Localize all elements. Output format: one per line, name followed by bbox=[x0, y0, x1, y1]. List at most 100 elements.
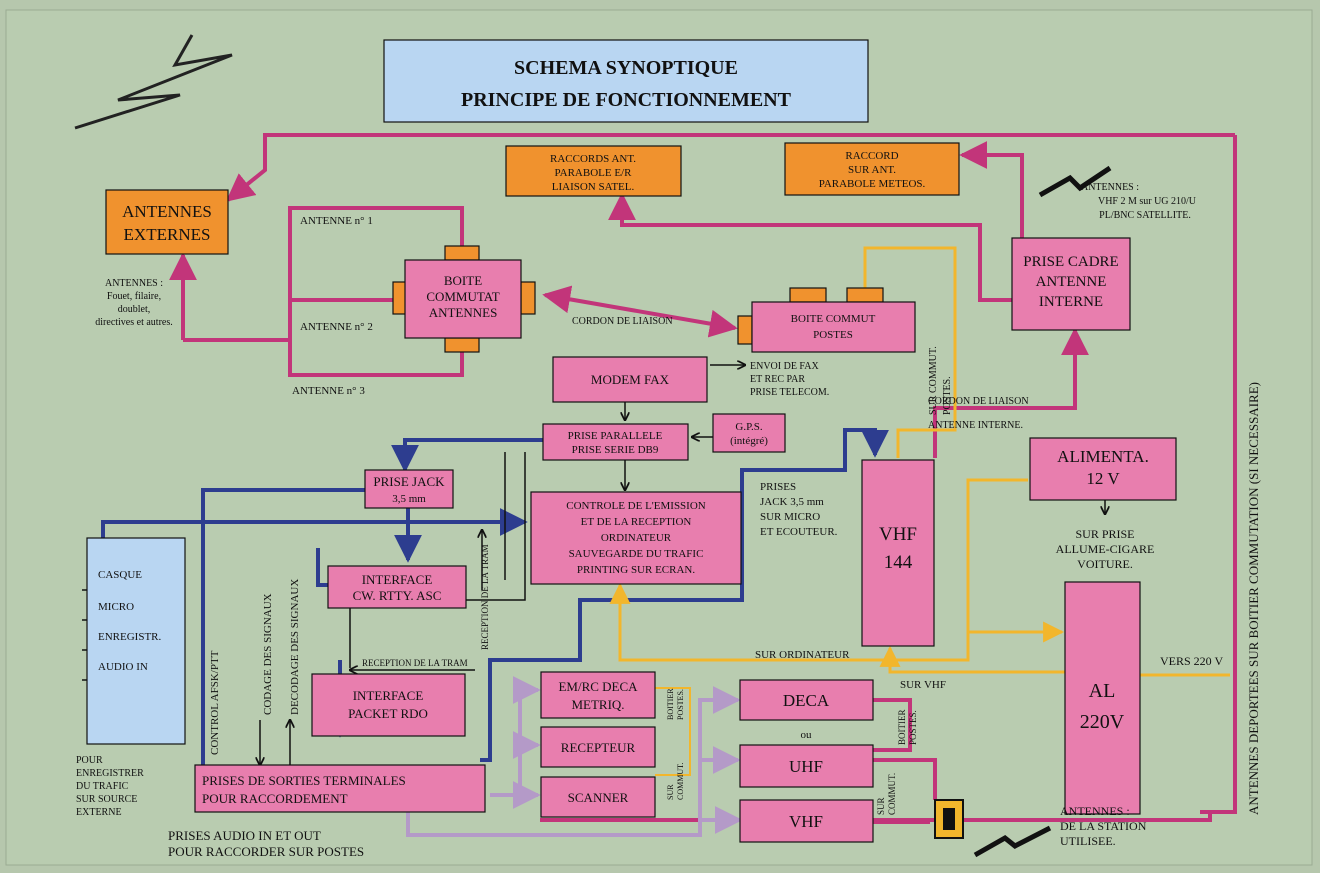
line-to-cw bbox=[316, 548, 330, 587]
line-sur-vhf bbox=[879, 645, 1140, 674]
box-em-rc-deca: EM/RC DECA METRIQ. bbox=[540, 671, 656, 719]
yellow-lines bbox=[609, 246, 1230, 776]
sur-commut-v-l1: SUR COMMUT. bbox=[928, 346, 939, 415]
line-to-deca bbox=[698, 686, 741, 835]
box-alimenta: ALIMENTA. 12 V bbox=[1029, 437, 1177, 501]
ou-label: ou bbox=[801, 729, 813, 741]
line-top-to-antennes bbox=[225, 133, 1235, 202]
box-prise-parallele: PRISE PARALLELE PRISE SERIE DB9 bbox=[542, 423, 689, 461]
box-boite-commut-postes: BOITE COMMUT POSTES bbox=[737, 287, 916, 353]
boitier-postes-2-l1: BOITIER bbox=[897, 710, 907, 746]
title-box bbox=[383, 39, 869, 123]
magenta-lines bbox=[169, 133, 1237, 824]
prise-parallele-l2: PRISE SERIE DB9 bbox=[572, 444, 659, 456]
sur-commut-2-l1: SUR bbox=[876, 797, 886, 815]
boite-commut-postes-l2: POSTES bbox=[813, 329, 853, 341]
antennes-vhf-l1: ANTENNES : bbox=[1081, 182, 1139, 193]
box-interface-packet: INTERFACE PACKET RDO bbox=[311, 673, 466, 737]
sur-commut-2-l2: COMMUT. bbox=[887, 773, 897, 815]
prises-jack-l2: JACK 3,5 mm bbox=[760, 496, 824, 508]
sur-vhf-label: SUR VHF bbox=[900, 679, 946, 691]
box-prises-sorties: PRISES DE SORTIES TERMINALES POUR RACCOR… bbox=[194, 764, 486, 813]
interface-cw-l1: INTERFACE bbox=[362, 572, 433, 587]
vhf144-l1: VHF bbox=[879, 524, 917, 545]
reception-tram-h-label: RECEPTION DE LA TRAM bbox=[362, 658, 468, 668]
prise-cadre-l2: ANTENNE bbox=[1036, 274, 1107, 290]
antenne1-label: ANTENNE n° 1 bbox=[300, 215, 373, 227]
alimenta-l1: ALIMENTA. bbox=[1057, 447, 1149, 466]
box-casque-panel: CASQUE MICRO ENREGISTR. AUDIO IN bbox=[86, 537, 186, 745]
recepteur-label: RECEPTEUR bbox=[561, 740, 636, 755]
sur-prise-l1: SUR PRISE bbox=[1075, 527, 1134, 541]
envoi-fax-label: ENVOI DE FAX ET REC PAR PRISE TELECOM. bbox=[750, 361, 829, 398]
prise-cadre-l1: PRISE CADRE bbox=[1023, 254, 1118, 270]
boitier-postes-1-l1: BOITIER bbox=[666, 688, 675, 720]
sur-commut-v-l2: POSTES. bbox=[942, 376, 953, 415]
prise-jack-l1: PRISE JACK bbox=[373, 474, 445, 489]
controle-l3: ORDINATEUR bbox=[601, 532, 672, 544]
antennes-externes-l1: ANTENNES bbox=[122, 202, 212, 221]
prises-jack-l4: ET ECOUTEUR. bbox=[760, 526, 838, 538]
modem-fax-label: MODEM FAX bbox=[591, 372, 670, 387]
prise-jack-l2: 3,5 mm bbox=[392, 493, 426, 505]
box-raccord-meteos: RACCORD SUR ANT. PARABOLE METEOS. bbox=[784, 142, 960, 196]
antennes-station-l3: UTILISEE. bbox=[1060, 834, 1116, 848]
reception-tram-v-label: RECEPTION DE LA TRAM bbox=[480, 544, 490, 650]
scanner-label: SCANNER bbox=[568, 790, 629, 805]
antenne-interne-label: ANTENNE INTERNE. bbox=[928, 420, 1023, 431]
line-ant1 bbox=[288, 206, 464, 340]
envoi-fax-l3: PRISE TELECOM. bbox=[750, 387, 829, 398]
enregistr-label: ENREGISTR. bbox=[98, 631, 162, 643]
boite-commutat-l2: COMMUTAT bbox=[426, 289, 499, 304]
controle-l5: PRINTING SUR ECRAN. bbox=[577, 564, 696, 576]
antennes-station-l2: DE LA STATION bbox=[1060, 819, 1147, 833]
boite-commut-postes-l1: BOITE COMMUT bbox=[791, 313, 876, 325]
prises-jack-l3: SUR MICRO bbox=[760, 511, 820, 523]
pour-enregistrer-l2: ENREGISTRER bbox=[76, 768, 144, 779]
controle-l4: SAUVEGARDE DU TRAFIC bbox=[569, 548, 704, 560]
gps-l2: (intégré) bbox=[730, 435, 768, 447]
box-scanner: SCANNER bbox=[540, 776, 656, 818]
audio-in-label: AUDIO IN bbox=[98, 661, 148, 673]
line-jack-control bbox=[201, 488, 365, 765]
boite-commutat-l1: BOITE bbox=[444, 273, 482, 288]
line-ant3 bbox=[183, 338, 464, 377]
interface-packet-l2: PACKET RDO bbox=[348, 706, 428, 721]
box-interface-cw: INTERFACE CW. RTTY. ASC bbox=[327, 565, 467, 609]
line-prises-to-vhf bbox=[480, 428, 889, 762]
line-sur-ordinateur bbox=[609, 478, 1028, 662]
prises-audio-l2: POUR RACCORDER SUR POSTES bbox=[168, 844, 364, 859]
codage-label: CODAGE DES SIGNAUX bbox=[262, 593, 274, 715]
prises-sorties-l2: POUR RACCORDEMENT bbox=[202, 791, 348, 806]
prises-audio-label: PRISES AUDIO IN ET OUT POUR RACCORDER SU… bbox=[168, 828, 364, 859]
antennes-station-label: ANTENNES : DE LA STATION UTILISEE. bbox=[1060, 804, 1147, 848]
al220-l2: 220V bbox=[1080, 711, 1125, 733]
sur-prise-l3: VOITURE. bbox=[1077, 557, 1133, 571]
boite-commutat-l3: ANTENNES bbox=[429, 305, 498, 320]
antenne3-label: ANTENNE n° 3 bbox=[292, 385, 365, 397]
pour-enregistrer-l4: SUR SOURCE bbox=[76, 794, 137, 805]
antennes-vhf-label: ANTENNES : VHF 2 M sur UG 210/U PL/BNC S… bbox=[1081, 182, 1197, 221]
control-afsk-label: CONTROL AFSK/PTT bbox=[209, 650, 221, 755]
envoi-fax-l2: ET REC PAR bbox=[750, 374, 805, 385]
box-antennes-externes: ANTENNES EXTERNES bbox=[105, 189, 229, 255]
pour-enregistrer-l1: POUR bbox=[76, 755, 103, 766]
prises-jack-l1: PRISES bbox=[760, 481, 796, 493]
em-rc-deca-l1: EM/RC DECA bbox=[558, 679, 638, 694]
box-al220: AL 220V bbox=[1064, 581, 1141, 815]
vers-220-label: VERS 220 V bbox=[1160, 654, 1223, 668]
sur-prise-l2: ALLUME-CIGARE bbox=[1056, 542, 1155, 556]
line-vhf-to-commut bbox=[863, 246, 957, 458]
lightning-icon-top bbox=[1038, 165, 1112, 198]
prise-cadre-l3: INTERNE bbox=[1039, 294, 1103, 310]
box-recepteur: RECEPTEUR bbox=[540, 726, 656, 768]
vhf-label: VHF bbox=[789, 812, 823, 831]
prise-parallele-l1: PRISE PARALLELE bbox=[568, 430, 663, 442]
cordon-liaison-2-label: CORDON DE LIAISON bbox=[928, 396, 1029, 407]
vhf144-l2: 144 bbox=[884, 552, 913, 573]
boitier-postes-2-l2: POSTES. bbox=[908, 710, 918, 745]
antennes-types-l2: Fouet, filaire, bbox=[107, 291, 161, 302]
interface-packet-l1: INTERFACE bbox=[353, 688, 424, 703]
line-uhf-box bbox=[873, 758, 937, 800]
